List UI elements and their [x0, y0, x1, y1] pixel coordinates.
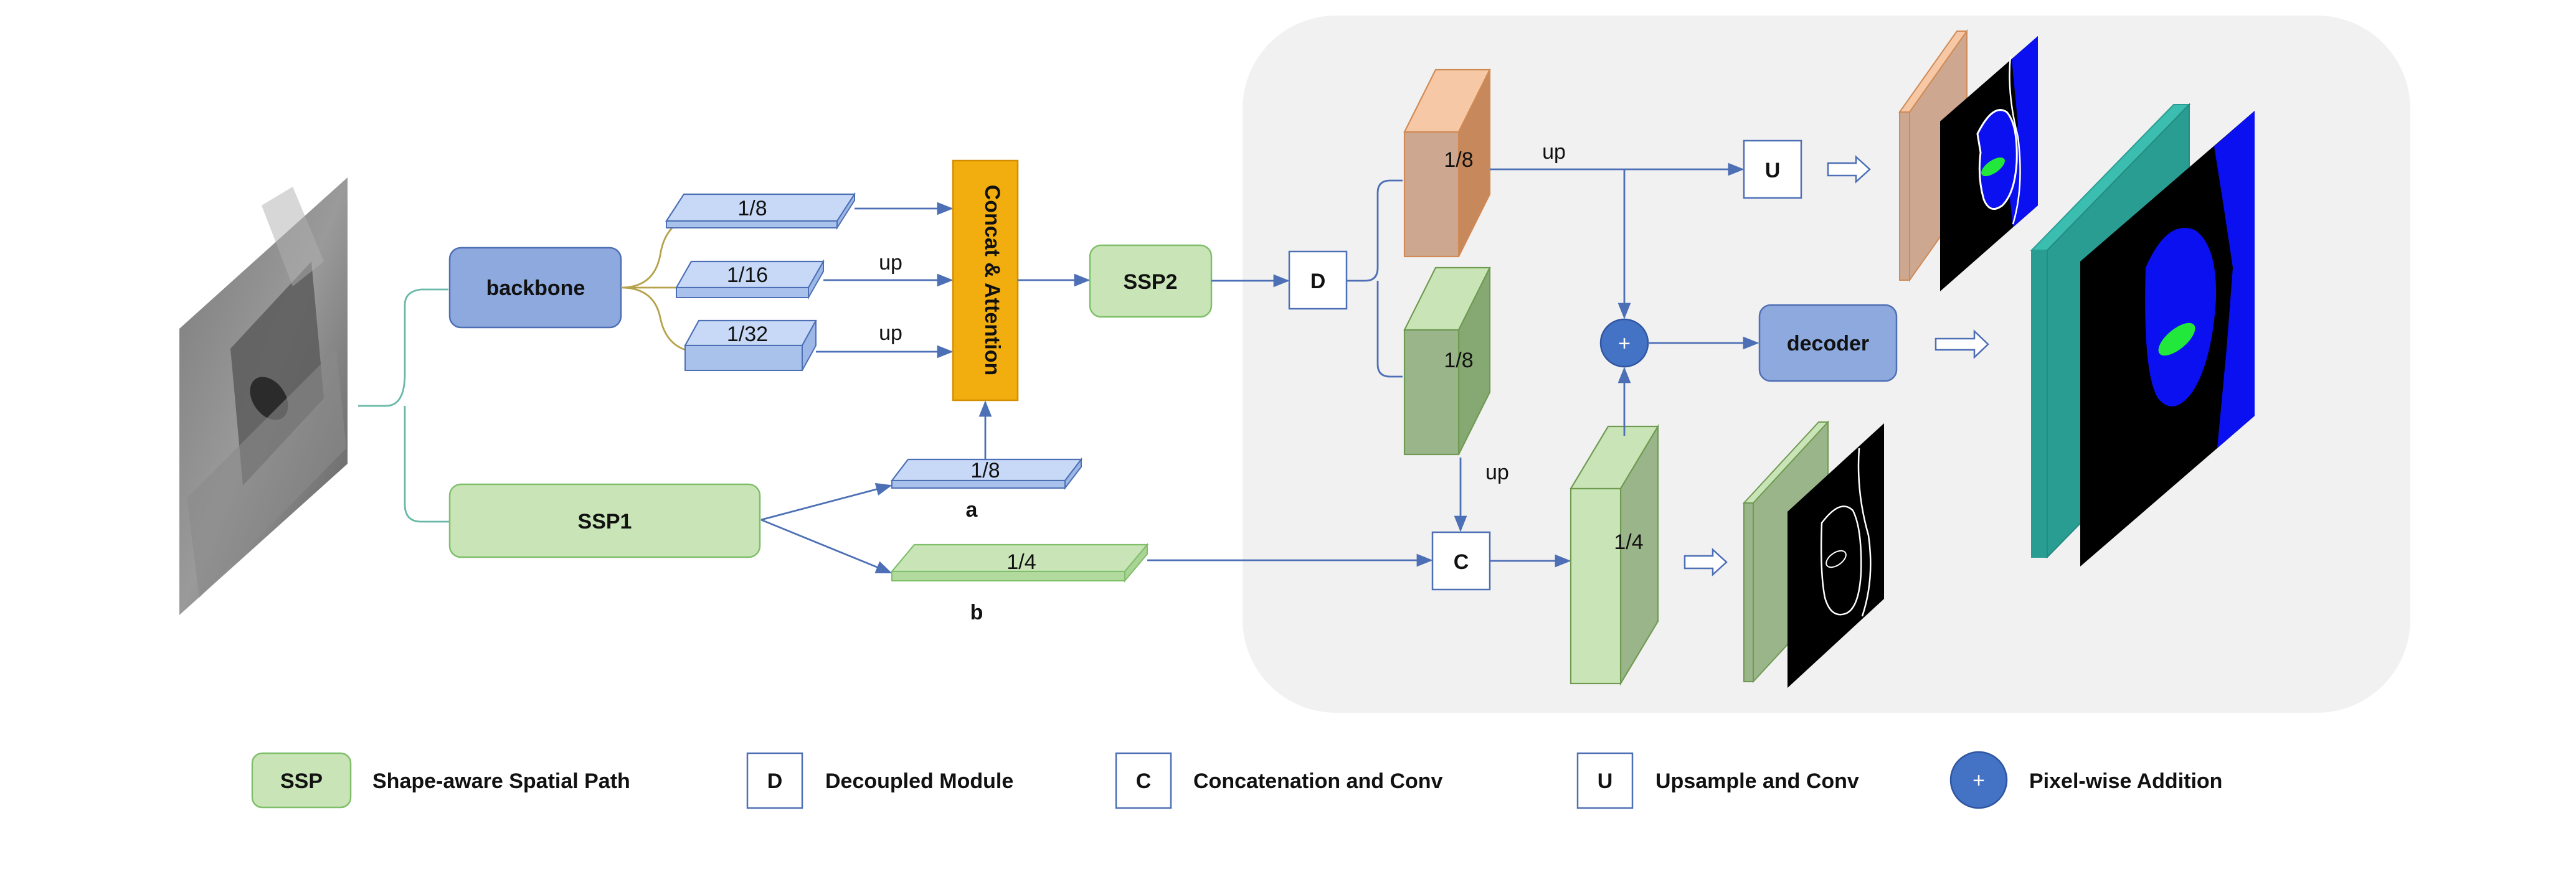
up-label-1: up — [879, 251, 902, 275]
up-label-4: up — [1485, 461, 1509, 484]
concat-attention-label: Concat & Attention — [980, 185, 1004, 376]
legend-d-symbol-label: D — [767, 769, 783, 793]
feature-map-merged-label: 1/4 — [1614, 530, 1643, 554]
legend-item-concat-conv: C Concatenation and Conv — [1115, 752, 1443, 809]
decoupled-module-box — [1288, 250, 1348, 310]
hollow-arrow-u-output — [1827, 155, 1871, 184]
arrow-ssp1-to-1-4 — [760, 519, 893, 574]
merged-output-boundary-mask — [1788, 423, 1884, 688]
feature-1-4-ssp: 1/4 — [890, 543, 1149, 583]
ssp1-label: SSP1 — [578, 510, 632, 533]
final-output-segmentation — [2080, 111, 2255, 566]
arrow-ssp1-to-1-8 — [760, 482, 893, 521]
legend-c-symbol — [1115, 752, 1172, 809]
legend-ssp-symbol — [251, 752, 352, 809]
legend-u-symbol — [1576, 752, 1634, 809]
legend-u-text: Upsample and Conv — [1655, 769, 1859, 793]
hollow-arrow-merged-output — [1683, 548, 1728, 576]
feature-map-orange: 1/8 — [1403, 68, 1491, 258]
concat-conv-label: C — [1454, 550, 1469, 574]
hollow-arrow-decoder-output — [1934, 329, 1989, 359]
legend-d-text: Decoupled Module — [825, 769, 1013, 793]
up-label-3: up — [1542, 140, 1566, 164]
pixel-add-label: + — [1618, 332, 1631, 355]
input-split-connector — [358, 288, 450, 523]
backbone-label: backbone — [486, 276, 585, 300]
feature-1-32-label: 1/32 — [727, 322, 768, 346]
legend-item-ssp: SSP Shape-aware Spatial Path — [251, 752, 630, 809]
legend-ssp-symbol-label: SSP — [280, 769, 323, 793]
feature-map-orange-label: 1/8 — [1444, 148, 1473, 172]
up-label-2: up — [879, 321, 902, 345]
legend-add-symbol — [1949, 751, 2008, 809]
ssp2-label: SSP2 — [1124, 270, 1178, 294]
feature-1-4-ssp-label: 1/4 — [1006, 550, 1036, 574]
legend-c-symbol-label: C — [1136, 769, 1152, 793]
legend-u-symbol-label: U — [1598, 769, 1613, 793]
legend: SSP Shape-aware Spatial Path D Decoupled… — [251, 751, 2222, 809]
legend-item-add: + Pixel-wise Addition — [1949, 751, 2222, 809]
feature-map-green-label: 1/8 — [1444, 349, 1473, 372]
input-image — [179, 177, 348, 615]
legend-add-symbol-label: + — [1972, 769, 1985, 792]
feature-1-32: 1/32 — [684, 319, 817, 371]
decoupled-split-connector — [1347, 179, 1403, 378]
legend-item-upsample: U Upsample and Conv — [1576, 752, 1859, 809]
feature-1-8-top: 1/8 — [665, 192, 856, 230]
feature-map-green: 1/8 — [1403, 266, 1491, 456]
feature-1-16-label: 1/16 — [727, 263, 768, 287]
feature-1-8-ssp-label: 1/8 — [970, 459, 1000, 482]
legend-d-symbol — [746, 752, 803, 809]
decoder-block — [1758, 304, 1898, 382]
decoupled-module-label: D — [1310, 270, 1326, 293]
legend-ssp-text: Shape-aware Spatial Path — [372, 769, 630, 793]
legend-item-decoupled: D Decoupled Module — [746, 752, 1013, 809]
feature-1-8-top-label: 1/8 — [737, 197, 767, 220]
concat-attention-block — [952, 159, 1019, 402]
legend-c-text: Concatenation and Conv — [1193, 769, 1443, 793]
label-b: b — [970, 601, 983, 624]
decoder-label: decoder — [1787, 332, 1869, 355]
feature-1-8-ssp: 1/8 — [890, 458, 1083, 490]
feature-1-16: 1/16 — [675, 259, 825, 300]
feature-map-merged: 1/4 — [1570, 424, 1659, 686]
upsample-label: U — [1765, 159, 1781, 182]
label-a: a — [966, 498, 978, 522]
legend-add-text: Pixel-wise Addition — [2029, 769, 2222, 793]
u-output-segmentation-mask — [1940, 36, 2038, 291]
ssp1-block — [448, 483, 761, 558]
upsample-box — [1743, 139, 1802, 199]
